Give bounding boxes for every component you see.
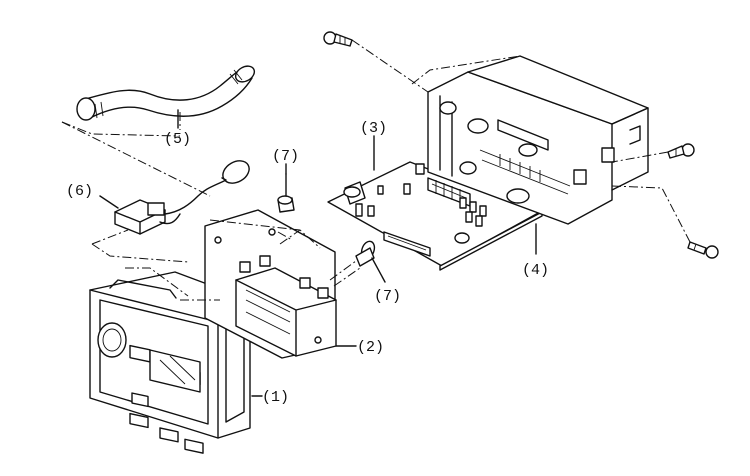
part-7-screw-lower <box>355 240 386 283</box>
callout-2: (2) <box>357 339 384 356</box>
assembly-lines <box>61 39 691 287</box>
housing-screw-top-left <box>323 31 353 47</box>
leader-lines <box>99 109 537 397</box>
part-4-housing <box>427 55 649 225</box>
callout-4: (4) <box>522 262 549 279</box>
housing-screw-right-upper <box>667 143 695 159</box>
callout-6: (6) <box>66 183 93 200</box>
callout-7-upper: (7) <box>272 148 299 165</box>
callout-3: (3) <box>360 120 387 137</box>
callout-5: (5) <box>164 131 191 148</box>
housing-screw-right-lower <box>687 241 719 259</box>
callout-1: (1) <box>262 389 289 406</box>
part-6-sensor <box>114 160 250 235</box>
callout-7-lower: (7) <box>374 288 401 305</box>
part-7-screw-upper <box>277 173 295 213</box>
part-5-hose <box>76 65 256 130</box>
part-2-display-board <box>180 209 361 359</box>
